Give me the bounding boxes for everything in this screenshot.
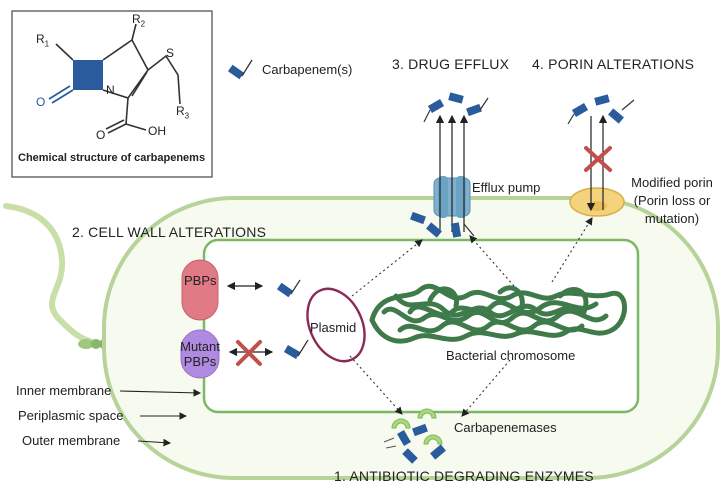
plasmid-label: Plasmid <box>310 320 357 335</box>
carbapenemases-label: Carbapenemases <box>454 420 557 435</box>
drug-efflux-title: 3. DRUG EFFLUX <box>392 56 510 72</box>
porin-block-cross <box>584 146 612 172</box>
inner-membrane-label: Inner membrane <box>16 383 112 398</box>
modified-porin-label: Modified porin (Porin loss or mutation) <box>631 175 713 226</box>
regulation-dotted-arrows <box>349 217 593 417</box>
efflux-pump-label: Efflux pump <box>472 180 541 195</box>
periplasmic-space-label: Periplasmic space <box>18 408 124 423</box>
membrane-pointer-arrows <box>119 388 202 447</box>
efflux-arrows <box>435 114 469 232</box>
antibiotic-degrading-enzymes-title: 1. ANTIBIOTIC DEGRADING ENZYMES <box>334 468 594 484</box>
porin-carbapenems <box>567 94 635 125</box>
efflux-lower-carbapenems <box>410 211 475 238</box>
pbp-carbapenems <box>276 279 309 359</box>
carboxyl-o-label: O <box>96 128 106 142</box>
pbp-protein <box>181 259 219 321</box>
bacterial-chromosome-label: Bacterial chromosome <box>446 348 576 363</box>
oh-label: OH <box>148 124 166 138</box>
carbapenemase-enzymes <box>383 408 446 464</box>
mutant-pbp-block-cross <box>236 340 262 366</box>
r2-label: R2 <box>132 12 146 29</box>
n-label: N <box>106 83 115 97</box>
s-label: S <box>166 46 175 60</box>
inner-membrane <box>202 238 640 414</box>
pbps-label: PBPs <box>184 273 217 288</box>
flagellum <box>3 203 103 347</box>
plasmid <box>306 287 366 363</box>
bacterial-chromosome <box>369 283 627 344</box>
r3-label: R3 <box>176 104 190 121</box>
outer-membrane-label: Outer membrane <box>22 433 121 448</box>
carbapenem-structure-drawing <box>48 23 181 134</box>
mutant-pbps-label: Mutant PBPs <box>180 339 220 369</box>
carbonyl-o-label: O <box>36 95 46 109</box>
carbapenem-legend-icon <box>227 59 253 80</box>
efflux-carbapenems <box>423 92 489 123</box>
modified-porin <box>569 187 625 217</box>
r1-label: R1 <box>36 32 50 49</box>
carbapenem-legend-label: Carbapenem(s) <box>262 62 353 77</box>
mutant-pbp-protein <box>180 329 220 379</box>
porin-alterations-title: 4. PORIN ALTERATIONS <box>532 56 695 72</box>
structure-caption: Chemical structure of carbapenems <box>18 152 206 164</box>
cell-wall-alterations-title: 2. CELL WALL ALTERATIONS <box>72 224 267 240</box>
